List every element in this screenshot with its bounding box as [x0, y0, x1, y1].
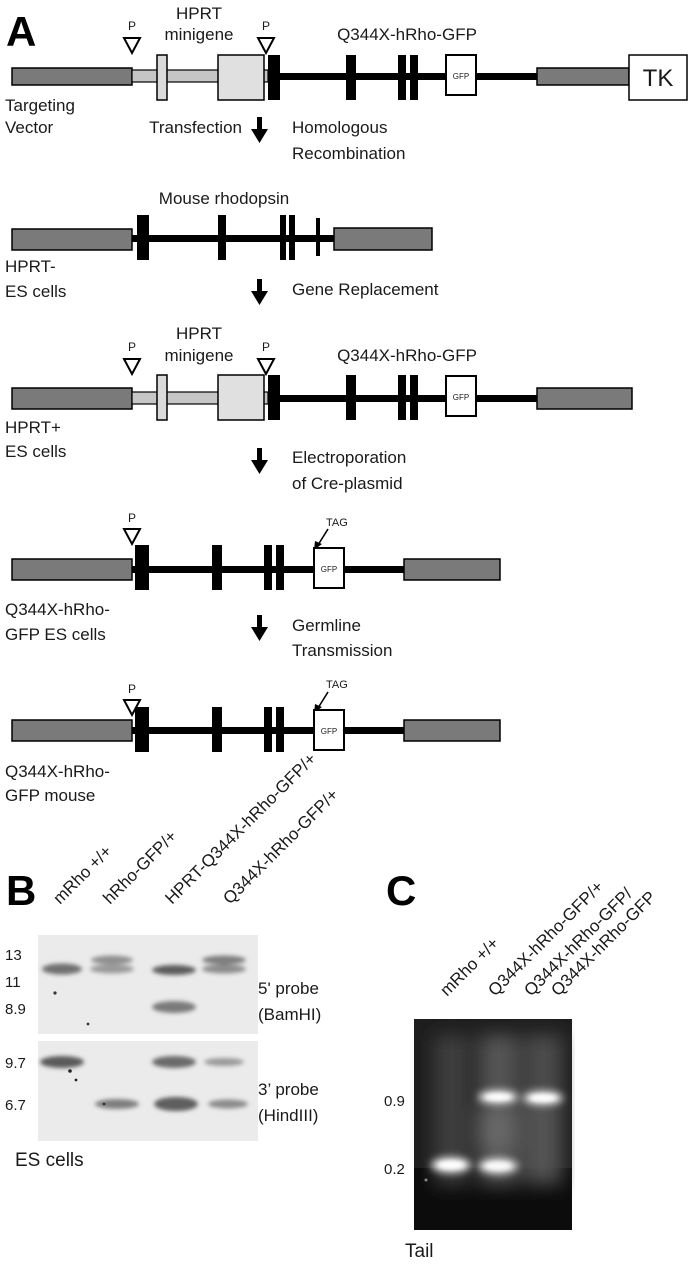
down-arrow-icon: [251, 448, 268, 474]
panel-c-lane-labels: mRho +/+ Q344X-hRho-GFP/+ Q344X-hRho-GFP…: [436, 877, 659, 1000]
loxp-label: P: [128, 340, 136, 354]
tag-label: TAG: [326, 679, 348, 691]
tk-label: TK: [643, 65, 674, 92]
loxp-markers-row3: P P: [122, 340, 276, 377]
panel-c-label: C: [386, 867, 416, 914]
sample-label: ES cells: [15, 1150, 84, 1171]
gfp-label: GFP: [321, 727, 337, 736]
row-label-line1: HPRT-: [5, 257, 56, 276]
marker-label: 0.2: [384, 1161, 405, 1178]
step-label-left: Transfection: [149, 118, 242, 137]
loxp-triangle-icon: [256, 358, 276, 377]
loxp-markers-row1: P P: [122, 19, 276, 56]
gfp-label: GFP: [453, 72, 469, 81]
tag-label: TAG: [326, 517, 348, 529]
panel-a-label: A: [6, 8, 36, 55]
loxp-label: P: [128, 682, 136, 696]
row-label-line1: Q344X-hRho-: [5, 600, 110, 619]
loxp-label: P: [262, 340, 270, 354]
construct-label: Q344X-hRho-GFP: [337, 346, 477, 365]
row-label-line1: Q344X-hRho-: [5, 762, 110, 781]
es-cells-construct: GFP: [11, 545, 501, 590]
gfp-label: GFP: [321, 565, 337, 574]
probe-label-line1: 5' probe: [258, 979, 319, 998]
down-arrow-icon: [251, 117, 268, 143]
hprt-label-line2: minigene: [165, 25, 234, 44]
down-arrow-icon: [251, 279, 268, 305]
tag-arrow-icon: [314, 528, 329, 550]
step-label-line1: Electroporation: [292, 448, 406, 467]
loxp-label: P: [262, 19, 270, 33]
step-label-line2: Recombination: [292, 144, 405, 163]
targeting-vector-construct: GFP TK: [11, 54, 688, 101]
marker-label: 11: [5, 974, 21, 991]
probe-label-line2: (BamHI): [258, 1005, 321, 1024]
mouse-construct: GFP: [11, 707, 501, 752]
gfp-label: GFP: [453, 393, 469, 402]
marker-label: 9.7: [5, 1055, 26, 1072]
step-label-line2: Transmission: [292, 641, 392, 660]
hprt-label-line2: minigene: [165, 346, 234, 365]
loxp-triangle-icon: [122, 528, 142, 547]
construct-label: Q344X-hRho-GFP: [337, 25, 477, 44]
loxp-label: P: [128, 511, 136, 525]
row-label-line1: Targeting: [5, 96, 75, 115]
sample-label: Tail: [405, 1241, 434, 1262]
loxp-marker-row4: P: [122, 511, 142, 547]
southern-blot-top: [38, 935, 258, 1034]
row-label-line2: ES cells: [5, 282, 66, 301]
hprt-plus-construct: GFP: [11, 374, 633, 421]
mouse-rhodopsin-label: Mouse rhodopsin: [159, 189, 289, 208]
row-label-line2: GFP ES cells: [5, 625, 106, 644]
step-label-line1: Germline: [292, 616, 361, 635]
loxp-triangle-icon: [256, 37, 276, 56]
lane-label: Q344X-hRho-GFP/+: [219, 785, 342, 908]
hprt-minus-construct: [11, 215, 433, 260]
row-label-line1: HPRT+: [5, 418, 61, 437]
down-arrow-icon: [251, 615, 268, 641]
marker-label: 6.7: [5, 1097, 26, 1114]
southern-blot-bottom: [38, 1041, 258, 1141]
loxp-triangle-icon: [122, 358, 142, 377]
hprt-label-line1: HPRT: [176, 4, 222, 23]
step-label-line1: Homologous: [292, 118, 387, 137]
pcr-gel-image: [414, 1019, 572, 1230]
row-label-line2: Vector: [5, 118, 54, 137]
row-label-line2: ES cells: [5, 442, 66, 461]
panel-b-label: B: [6, 867, 36, 914]
step-label-line1: Gene Replacement: [292, 280, 439, 299]
marker-label: 0.9: [384, 1093, 405, 1110]
row-label-line2: GFP mouse: [5, 786, 95, 805]
step-label-line2: of Cre-plasmid: [292, 474, 403, 493]
probe-label-line2: (HindIII): [258, 1106, 318, 1125]
loxp-triangle-icon: [122, 37, 142, 56]
probe-label-line1: 3’ probe: [258, 1080, 319, 1099]
marker-label: 13: [5, 947, 22, 964]
marker-label: 8.9: [5, 1001, 26, 1018]
loxp-label: P: [128, 19, 136, 33]
hprt-label-line1: HPRT: [176, 324, 222, 343]
